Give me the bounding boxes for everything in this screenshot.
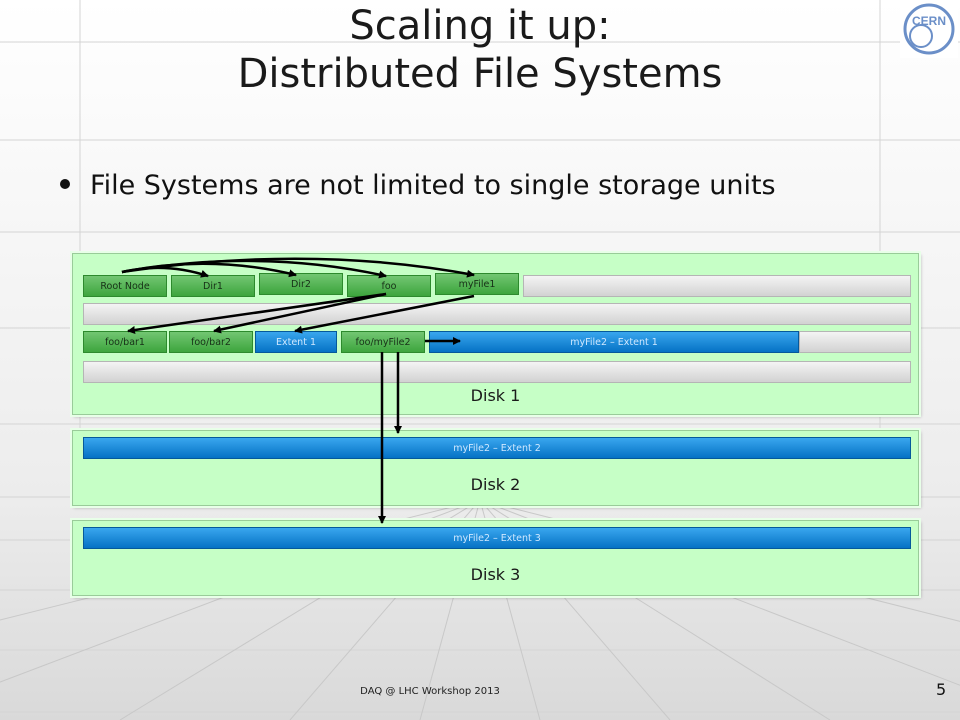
block-dir2: Dir2 <box>259 273 343 295</box>
empty-row <box>83 303 911 325</box>
disk-2-label: Disk 2 <box>470 475 521 494</box>
cern-logo-icon: CERN <box>900 0 958 58</box>
block-root-node: Root Node <box>83 275 167 297</box>
empty-row <box>83 361 911 383</box>
slide-title: Scaling it up: Distributed File Systems <box>140 2 820 98</box>
title-line-1: Scaling it up: <box>349 3 611 49</box>
block-extent-1: Extent 1 <box>255 331 337 353</box>
title-line-2: Distributed File Systems <box>237 51 723 97</box>
disk-3: myFile2 – Extent 3 Disk 3 <box>72 520 919 596</box>
disk-3-label: Disk 3 <box>470 565 521 584</box>
bullet-dot <box>60 178 70 189</box>
disk-1: Root Node Dir1 Dir2 foo myFile1 foo/bar1… <box>72 253 919 415</box>
disk-1-label: Disk 1 <box>470 386 521 405</box>
block-myfile2-extent-3: myFile2 – Extent 3 <box>83 527 911 549</box>
block-foo-bar1: foo/bar1 <box>83 331 167 353</box>
cern-logo: CERN <box>900 0 958 58</box>
block-foo-bar2: foo/bar2 <box>169 331 253 353</box>
block-dir1: Dir1 <box>171 275 255 297</box>
block-myfile2-extent-1: myFile2 – Extent 1 <box>429 331 799 353</box>
disk-2: myFile2 – Extent 2 Disk 2 <box>72 430 919 506</box>
footer-text: DAQ @ LHC Workshop 2013 <box>360 686 500 697</box>
block-foo: foo <box>347 275 431 297</box>
empty-block <box>523 275 911 297</box>
empty-block <box>799 331 911 353</box>
page-number: 5 <box>936 680 947 699</box>
bullet-text: File Systems are not limited to single s… <box>90 170 776 201</box>
block-myfile1: myFile1 <box>435 273 519 295</box>
logo-text: CERN <box>912 14 946 28</box>
bullet-item: File Systems are not limited to single s… <box>60 170 776 201</box>
block-myfile2-extent-2: myFile2 – Extent 2 <box>83 437 911 459</box>
block-foo-myfile2: foo/myFile2 <box>341 331 425 353</box>
